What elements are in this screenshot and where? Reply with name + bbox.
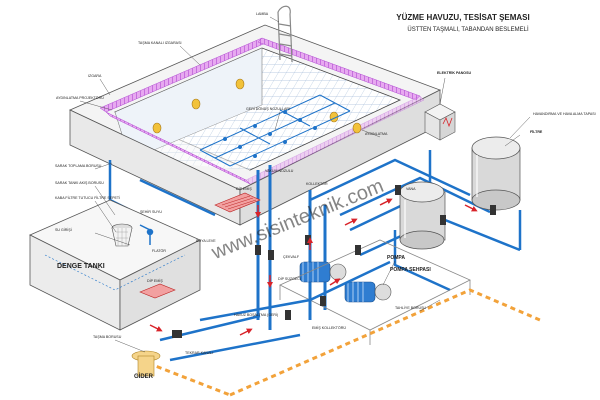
label-tasma-borusu: TAŞMA BORUSU	[93, 335, 122, 339]
label-pompa-sehpasi: POMPA SEHPASI	[390, 267, 431, 273]
drain-outlet	[131, 350, 161, 377]
label-aydinlatma: AYDINLATMA PROJEKTÖRÜ	[56, 96, 104, 100]
label-tasma-kanali: TAŞMA KANALI IZGARASI	[138, 41, 181, 45]
label-sarkac-aks: SARAK TANKI AKIŞ BORUSU	[55, 181, 104, 185]
title-line2: ÜSTTEN TAŞMALI, TABANDAN BESLEMELİ	[407, 26, 529, 33]
label-filtre: FİLTRE	[530, 130, 543, 134]
label-vakum: VAKUM NOZULU	[265, 169, 294, 173]
label-tekrar-kanal: TEKRAR KANALI	[185, 351, 213, 355]
drain-line	[139, 288, 541, 397]
annotations: LAMBA TAŞMA KANALI IZGARASI IZGARA AYDIN…	[55, 12, 596, 380]
electric-panel	[424, 103, 456, 141]
underwater-lights	[152, 78, 362, 134]
leader-lines	[79, 16, 531, 353]
label-izgara: IZGARA	[88, 74, 102, 78]
flow-arrows	[149, 198, 478, 336]
overflow-grate	[99, 37, 425, 185]
label-flator: FLATÖR	[152, 249, 166, 253]
label-emis-kollektoru: EMİŞ KOLLEKTÖRÜ	[312, 325, 346, 330]
label-pompa: POMPA	[387, 255, 405, 261]
strainer-basket	[111, 223, 133, 247]
pool-basin	[69, 24, 442, 226]
label-sehir-suyu: ŞEHİR SUYU	[140, 209, 162, 214]
main-drain-box	[139, 192, 261, 299]
label-cekvalf: ÇEKVALF	[283, 255, 300, 259]
pool-ladder	[277, 5, 293, 63]
label-tahliye: TAHLİYE BORUSU	[395, 305, 426, 310]
label-kollektor: KOLLEKTÖR	[306, 182, 328, 186]
pump-skid	[279, 239, 471, 345]
label-kaba-filtre: KABA FİLTRE TUTUCU FİLTRE SEPETİ	[55, 195, 120, 200]
label-sarkac-boru: SARAK TOPLAMA BORUSU	[55, 164, 102, 168]
label-dip-emis-2: DİP EMİŞ	[147, 278, 163, 283]
label-elektrik: ELEKTRİK PANOSU	[437, 71, 471, 75]
label-hava: HAVANDIRMA VE HAVA ALMA TAPASI	[533, 112, 596, 116]
label-dip-emis-1: DİP EMİŞ	[236, 186, 252, 191]
filter-tank-2	[471, 136, 521, 211]
label-denge-tanki: DENGE TANKI	[57, 263, 105, 270]
label-su-girisi: SU GİRİŞİ	[55, 227, 72, 232]
city-water-line	[139, 224, 154, 245]
title-line1: YÜZME HAVUZU, TESİSAT ŞEMASI	[396, 13, 530, 22]
filter-tank-1	[399, 181, 446, 250]
return-nozzles	[199, 94, 351, 167]
label-havuz-bosaltma: HAVUZ BOŞALTMA (GERİ)	[234, 312, 278, 317]
pump-2	[344, 281, 392, 303]
label-dip-suzgeci: DİP SÜZGECİ	[278, 276, 301, 281]
pump-1	[299, 261, 347, 283]
label-aydinlatma2: AYDINLATMA	[365, 132, 388, 136]
label-gider: GİDER	[134, 373, 154, 380]
label-geri-donus: GERİ DÖNÜŞ NOZULLARI	[246, 106, 290, 111]
label-boya: BOYA LEVE	[196, 239, 216, 243]
balance-tank	[29, 199, 201, 331]
label-lamba: LAMBA	[256, 12, 269, 16]
label-vana: VANA	[406, 187, 416, 191]
